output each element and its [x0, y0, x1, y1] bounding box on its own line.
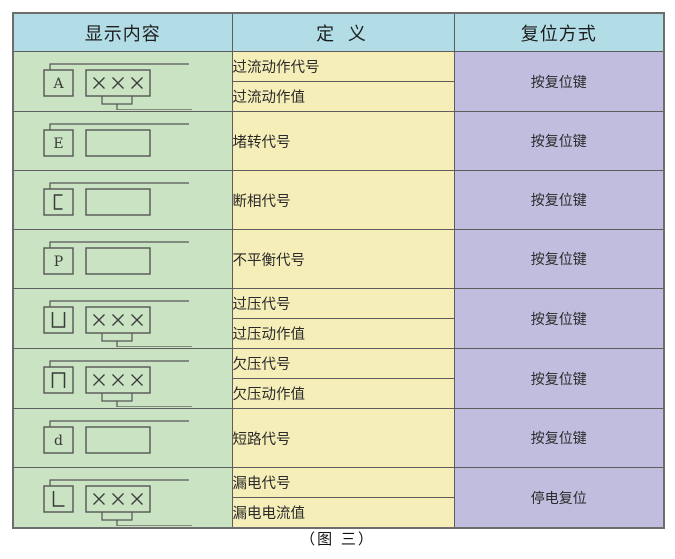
row-overvoltage-reset: 按复位键: [453, 288, 665, 349]
row-phase-loss-definition: 断相代号: [231, 170, 455, 230]
table-row: 过流动作值: [13, 81, 664, 112]
lcd-glyph-n-icon: [14, 349, 232, 408]
row-leakage-display-cell: [12, 467, 233, 529]
svg-text:d: d: [54, 433, 63, 449]
row-unbalance-definition: 不平衡代号: [231, 229, 455, 289]
row-leakage-definition: 漏电代号: [231, 467, 455, 498]
lcd-glyph-p-icon: P: [14, 230, 232, 288]
row-overvoltage-definition: 过压代号: [231, 288, 455, 319]
row-overvoltage-display-cell: [12, 288, 233, 349]
row-undervoltage-definition: 欠压代号: [231, 348, 455, 379]
svg-text:A: A: [52, 76, 64, 92]
svg-text:E: E: [53, 136, 63, 152]
table-row: 断相代号按复位键: [12, 170, 665, 230]
row-leakage-definition: 漏电电流值: [231, 497, 455, 529]
table-row: 过压动作值: [13, 318, 664, 349]
header-display-content: 显示内容: [12, 12, 233, 52]
lcd-glyph-l-icon: [14, 468, 232, 527]
row-overcurrent-display-cell: A: [12, 51, 233, 112]
row-short-circuit-definition: 短路代号: [231, 408, 455, 468]
lcd-glyph-u-icon: [14, 289, 232, 348]
row-short-circuit-display-cell: d: [12, 408, 233, 468]
row-unbalance-display-cell: P: [12, 229, 233, 289]
table-row: 欠压代号按复位键: [12, 348, 665, 409]
table-row: 漏电代号停电复位: [12, 467, 665, 529]
row-stall-definition: 堵转代号: [231, 111, 455, 171]
svg-text:P: P: [54, 254, 63, 270]
row-leakage-reset: 停电复位: [453, 467, 665, 529]
table-row: P 不平衡代号按复位键: [12, 229, 665, 289]
row-overvoltage-definition: 过压动作值: [231, 318, 455, 349]
table-row: 过压代号按复位键: [12, 288, 665, 349]
row-short-circuit-reset: 按复位键: [453, 408, 665, 468]
table-row: d 短路代号按复位键: [12, 408, 665, 468]
figure-caption: （图 三）: [300, 530, 375, 548]
row-phase-loss-reset: 按复位键: [453, 170, 665, 230]
table-row: A 过流动作代号按复位键: [12, 51, 665, 112]
row-phase-loss-display-cell: [12, 170, 233, 230]
table-row: E 堵转代号按复位键: [12, 111, 665, 171]
lcd-glyph-c-icon: [14, 171, 232, 229]
row-undervoltage-display-cell: [12, 348, 233, 409]
row-stall-display-cell: E: [12, 111, 233, 171]
lcd-glyph-a-icon: A: [14, 52, 232, 111]
row-overcurrent-definition: 过流动作值: [231, 81, 455, 112]
row-stall-reset: 按复位键: [453, 111, 665, 171]
row-undervoltage-definition: 欠压动作值: [231, 378, 455, 409]
table-header: 显示内容 定 义 复位方式: [12, 12, 665, 52]
row-overcurrent-reset: 按复位键: [453, 51, 665, 112]
table-row: 欠压动作值: [13, 378, 664, 409]
row-unbalance-reset: 按复位键: [453, 229, 665, 289]
table-row: 漏电电流值: [13, 497, 664, 529]
lcd-glyph-e-icon: E: [14, 112, 232, 170]
header-definition: 定 义: [231, 12, 455, 52]
lcd-glyph-d-icon: d: [14, 409, 232, 467]
header-row: 显示内容 定 义 复位方式: [12, 12, 665, 52]
row-overcurrent-definition: 过流动作代号: [231, 51, 455, 82]
row-undervoltage-reset: 按复位键: [453, 348, 665, 409]
header-reset-method: 复位方式: [453, 12, 665, 52]
